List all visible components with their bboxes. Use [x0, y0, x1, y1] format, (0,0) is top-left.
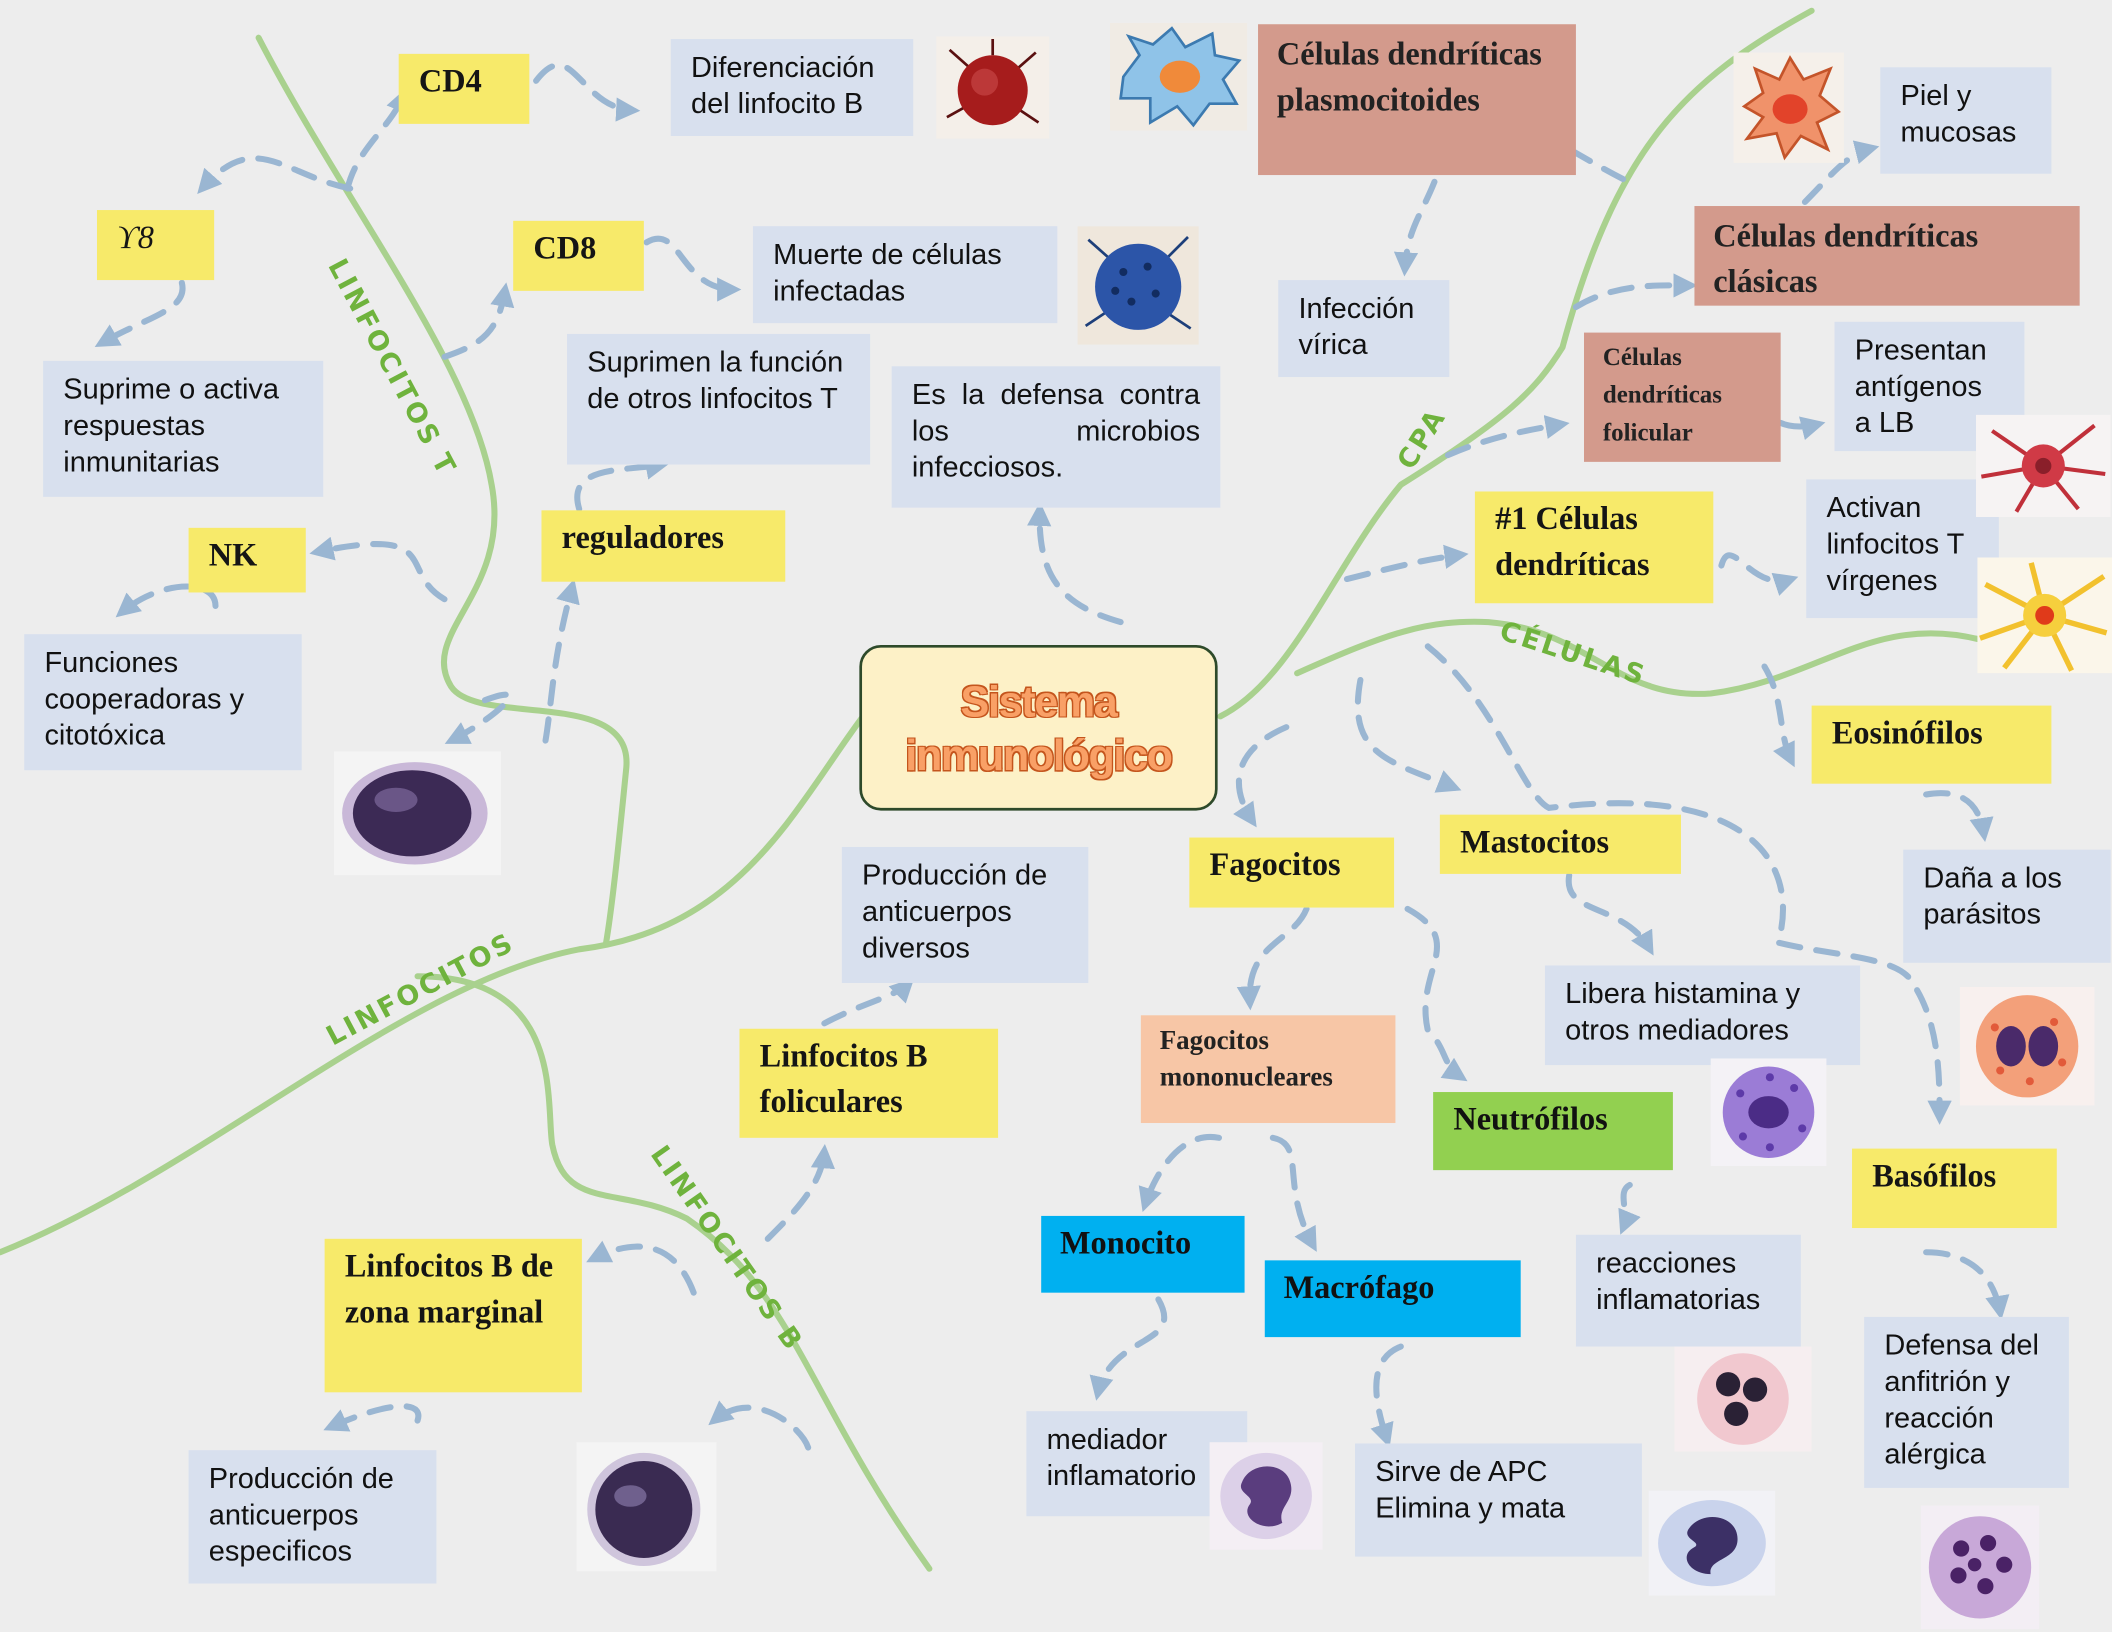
note-zona-marginal: Producción de anticuerpos especificos	[188, 1450, 437, 1584]
arrow-lt-to-reguladores	[542, 578, 580, 744]
arrow-cpa-to-folicular	[1444, 414, 1570, 459]
arrow-linf-to-zona	[586, 1240, 697, 1296]
node-macrofago: Macrófago	[1264, 1260, 1521, 1338]
arrow-plasmo-to-infeccion	[1393, 178, 1438, 277]
node-plasmocitoides: Células dendríticas plasmocitoides	[1258, 24, 1576, 176]
note-mastocitos: Libera histamina y otros mediadores	[1544, 965, 1861, 1066]
arrow-reg-to-suprimen	[574, 455, 670, 513]
blue-dendritic-cell-image	[1077, 226, 1199, 345]
arrow-lt-to-cd8	[441, 282, 515, 360]
arrow-macro-to-sirve	[1370, 1343, 1404, 1448]
center-node: Sistema inmunológico	[859, 644, 1218, 811]
node-reguladores: reguladores	[541, 510, 786, 582]
basophil-image	[1920, 1505, 2040, 1630]
arrow-lt-to-nk	[309, 536, 448, 603]
lymphocyte-t-image	[334, 751, 502, 876]
node-folicular: Células dendríticas folicular	[1584, 332, 1781, 462]
arrow-dendriticas-to-activan	[1718, 552, 1799, 596]
note-macrofago: Sirve de APC Elimina y mata	[1355, 1443, 1642, 1557]
classic-dendritic-cell-image	[1733, 52, 1844, 163]
red-dendritic-cell-image	[936, 36, 1050, 139]
arrow-cel-to-basofilos	[1424, 643, 1952, 1125]
node-dendriticas: #1 Células dendríticas	[1474, 491, 1714, 604]
branch-lines	[0, 7, 1984, 1572]
arrow-neutro-to-reacciones	[1618, 1181, 1641, 1235]
branch-line-celulas	[1294, 618, 1984, 697]
node-gamma-delta: ϒ8	[96, 210, 215, 281]
eosinophil-image	[1959, 987, 2095, 1106]
yellow-dendritic-cell-image	[1977, 557, 2112, 674]
node-foliculares: Linfocitos B foliculares	[739, 1028, 999, 1138]
arrow-lt-to-cell	[444, 691, 513, 744]
node-fagocitos-mononucleares: Fagocitos mononucleares	[1140, 1015, 1396, 1124]
arrow-cd8-to-muerte	[643, 235, 742, 302]
neutrophil-image	[1674, 1346, 1812, 1452]
lymphocyte-b-image	[576, 1442, 717, 1572]
note-nk: Funciones cooperadoras y citotóxica	[24, 634, 302, 771]
arrow-cel-to-fagocitos	[1233, 724, 1290, 828]
arrow-linf-to-folic	[764, 1144, 836, 1242]
node-cd4: CD4	[398, 53, 530, 124]
note-clasicas: Piel y mucosas	[1880, 67, 2052, 174]
note-gamma-delta: Suprime o activa respuestas inmunitarias	[43, 360, 324, 497]
branch-line-cpa	[1217, 7, 1815, 720]
arrow-folic-to-produccion	[821, 977, 915, 1027]
mast-cell-image	[1710, 1058, 1827, 1167]
arrow-nk-to-funciones	[115, 583, 219, 618]
arrow-center-to-defensa	[1027, 501, 1124, 626]
macrophage-image	[1648, 1490, 1776, 1596]
note-eosinofilos: Daña a los parásitos	[1903, 849, 2111, 963]
center-title: Sistema inmunológico	[905, 676, 1173, 779]
node-eosinofilos: Eosinófilos	[1811, 705, 2052, 784]
note-cd4: Diferenciación del linfocito B	[670, 39, 914, 137]
arrow-cd4-to-diferenciacion	[533, 62, 641, 122]
arrow-mono-to-monocito	[1138, 1133, 1223, 1213]
arrow-clasicas-to-piel	[1801, 140, 1880, 206]
note-neutrofilos: reacciones inflamatorias	[1575, 1234, 1801, 1347]
note-folicular: Presentan antígenos a LB	[1834, 321, 2025, 452]
note-foliculares: Producción de anticuerpos diversos	[841, 846, 1089, 983]
arrow-mast-to-libera	[1565, 872, 1654, 956]
node-neutrofilos: Neutrófilos	[1433, 1092, 1673, 1171]
node-basofilos: Basófilos	[1852, 1148, 2057, 1229]
arrow-celulas-to-eosin	[1761, 663, 1795, 768]
arrow-cpa-to-dendriticas	[1343, 544, 1469, 583]
node-cd8: CD8	[513, 220, 644, 291]
arrow-eosin-to-dana	[1923, 790, 1994, 843]
red-dendritic-cell-image-2	[1975, 414, 2111, 518]
branch-line-linfocitos	[0, 714, 866, 1256]
arrow-cel-to-mastocitos	[1354, 676, 1462, 793]
arrow-baso-to-defensa	[1923, 1249, 2010, 1321]
node-nk: NK	[188, 527, 306, 593]
branch-line-linfocitos-b	[414, 973, 933, 1572]
arrow-zona-to-produccion	[323, 1403, 422, 1432]
branch-line-linfocitos-t	[255, 34, 630, 946]
note-plasmocitoides: Infección vírica	[1278, 280, 1450, 378]
arrow-fag-to-neutro	[1404, 905, 1468, 1082]
connector-arrows	[94, 62, 2010, 1451]
note-reguladores: Suprimen la función de otros linfocitos …	[567, 333, 871, 465]
arrow-monocito-to-mediador	[1089, 1296, 1168, 1401]
node-monocito: Monocito	[1041, 1215, 1245, 1293]
arrow-fag-to-mono	[1236, 905, 1310, 1011]
arrow-cpa-to-clasicas	[1572, 273, 1698, 311]
plasmacytoid-cell-image	[1109, 22, 1248, 131]
node-zona-marginal: Linfocitos B de zona marginal	[324, 1238, 582, 1393]
note-dendriticas: Activan linfocitos T vírgenes	[1806, 479, 1999, 619]
arrow-gamma-to-suprime	[94, 279, 186, 347]
arrow-mono-to-macrofago	[1269, 1134, 1317, 1252]
node-clasicas: Células dendríticas clásicas	[1694, 206, 2080, 306]
monocyte-image	[1209, 1442, 1323, 1550]
note-defensa: Es la defensa contra los microbios infec…	[891, 366, 1221, 508]
arrow-lt-to-gamma	[197, 155, 354, 194]
arrow-linfb-to-cell	[708, 1400, 812, 1451]
note-cd8: Muerte de células infectadas	[752, 226, 1058, 324]
node-fagocitos: Fagocitos	[1189, 837, 1395, 908]
node-mastocitos: Mastocitos	[1439, 814, 1681, 874]
note-basofilos: Defensa del anfitrión y reacción alérgic…	[1864, 1316, 2069, 1488]
arrow-lt-to-cd4	[344, 87, 410, 192]
